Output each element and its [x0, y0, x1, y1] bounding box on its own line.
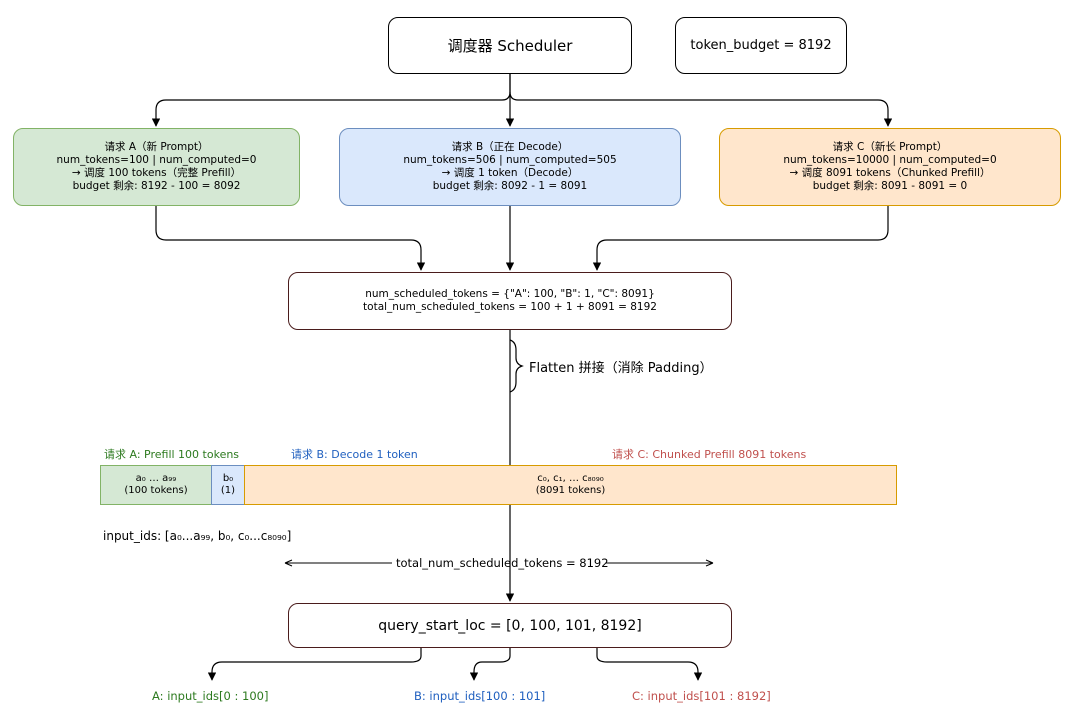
segment-a-count: (100 tokens)	[124, 485, 188, 496]
request-b-action: → 调度 1 token（Decode）	[441, 167, 579, 179]
token-budget-label: token_budget = 8192	[690, 38, 832, 53]
arrow-query-to-a	[207, 648, 422, 681]
arrow-a-to-summary	[155, 206, 426, 271]
segment-b-count: (1)	[220, 485, 236, 496]
scheduler-label: 调度器 Scheduler	[447, 37, 573, 55]
token-budget-box: token_budget = 8192	[675, 17, 847, 74]
query-start-loc-box: query_start_loc = [0, 100, 101, 8192]	[288, 603, 732, 648]
request-c-title: 请求 C（新长 Prompt）	[832, 141, 948, 153]
arrow-query-to-c	[596, 648, 703, 681]
scheduled-tokens-total: total_num_scheduled_tokens = 100 + 1 + 8…	[363, 301, 657, 313]
output-c: C: input_ids[101 : 8192]	[632, 689, 771, 703]
flatten-brace	[509, 339, 524, 393]
segment-b-range: b₀	[222, 473, 234, 484]
request-c-budget: budget 剩余: 8091 - 8091 = 0	[812, 180, 968, 192]
request-a-tokens: num_tokens=100 | num_computed=0	[56, 154, 257, 166]
scheduler-box: 调度器 Scheduler	[388, 17, 632, 74]
output-b: B: input_ids[100 : 101]	[414, 689, 546, 703]
arrow-scheduler-to-c	[509, 91, 893, 127]
request-a-action: → 调度 100 tokens（完整 Prefill）	[71, 167, 242, 179]
segment-c-range: c₀, c₁, … c₈₀₉₀	[537, 473, 604, 484]
scheduled-tokens-box: num_scheduled_tokens = {"A": 100, "B": 1…	[288, 272, 732, 330]
scheduled-tokens-map: num_scheduled_tokens = {"A": 100, "B": 1…	[365, 288, 655, 300]
segment-c-heading: 请求 C: Chunked Prefill 8091 tokens	[612, 448, 807, 461]
request-a-budget: budget 剩余: 8192 - 100 = 8092	[72, 180, 241, 192]
flatten-label: Flatten 拼接（消除 Padding）	[529, 361, 713, 376]
request-a-title: 请求 A（新 Prompt）	[104, 141, 209, 153]
request-c-tokens: num_tokens=10000 | num_computed=0	[783, 154, 997, 166]
input-ids-label: input_ids: [a₀...a₉₉, b₀, c₀...c₈₀₉₀]	[103, 529, 292, 543]
segment-b: b₀ (1)	[211, 465, 245, 505]
request-c-box: 请求 C（新长 Prompt） num_tokens=10000 | num_c…	[719, 128, 1061, 206]
arrow-scheduler-to-a	[151, 74, 511, 127]
query-start-loc-label: query_start_loc = [0, 100, 101, 8192]	[378, 617, 642, 634]
total-span-label: total_num_scheduled_tokens = 8192	[396, 556, 609, 570]
segment-a: a₀ … a₉₉ (100 tokens)	[100, 465, 212, 505]
segment-c-count: (8091 tokens)	[535, 485, 606, 496]
segment-a-heading: 请求 A: Prefill 100 tokens	[104, 448, 240, 461]
request-b-box: 请求 B（正在 Decode） num_tokens=506 | num_com…	[339, 128, 681, 206]
segment-a-range: a₀ … a₉₉	[135, 473, 177, 484]
request-b-tokens: num_tokens=506 | num_computed=505	[403, 154, 617, 166]
request-a-box: 请求 A（新 Prompt） num_tokens=100 | num_comp…	[13, 128, 300, 206]
arrow-query-to-b	[469, 648, 511, 681]
output-a: A: input_ids[0 : 100]	[152, 689, 269, 703]
segment-b-heading: 请求 B: Decode 1 token	[291, 448, 418, 461]
segment-c: c₀, c₁, … c₈₀₉₀ (8091 tokens)	[244, 465, 897, 505]
arrow-c-to-summary	[592, 206, 889, 271]
request-b-budget: budget 剩余: 8092 - 1 = 8091	[432, 180, 588, 192]
request-b-title: 请求 B（正在 Decode）	[451, 141, 569, 153]
request-c-action: → 调度 8091 tokens（Chunked Prefill）	[789, 167, 991, 179]
